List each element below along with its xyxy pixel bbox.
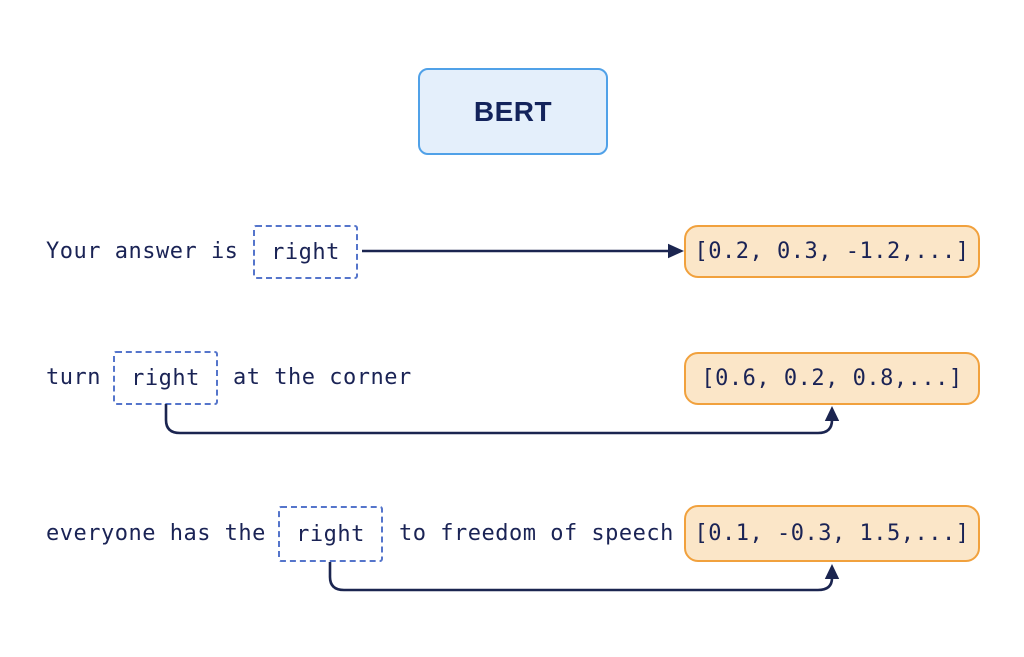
- vector-box-3: [0.1, -0.3, 1.5,...]: [684, 505, 980, 562]
- curved-up-arrow-icon: [328, 562, 840, 592]
- token-box-right-3: right: [278, 506, 383, 562]
- vector-box-1: [0.2, 0.3, -1.2,...]: [684, 225, 980, 278]
- bert-model-box: BERT: [418, 68, 608, 155]
- vector-3-value: [0.1, -0.3, 1.5,...]: [694, 521, 970, 546]
- token-box-right-1: right: [253, 225, 358, 279]
- token-box-right-2: right: [113, 351, 218, 405]
- sentence-3-suffix: to freedom of speech: [399, 521, 674, 546]
- vector-box-2: [0.6, 0.2, 0.8,...]: [684, 352, 980, 405]
- curved-up-arrow-icon: [164, 404, 840, 435]
- vector-1-value: [0.2, 0.3, -1.2,...]: [694, 239, 970, 264]
- sentence-2-suffix: at the corner: [233, 365, 412, 390]
- bert-label: BERT: [473, 95, 553, 127]
- sentence-1-prefix: Your answer is: [46, 239, 239, 264]
- sentence-2-prefix: turn: [46, 365, 101, 390]
- straight-right-arrow-icon: [362, 243, 684, 259]
- token-1-label: right: [271, 239, 340, 265]
- token-3-label: right: [296, 521, 365, 547]
- token-2-label: right: [131, 365, 200, 391]
- sentence-3-prefix: everyone has the: [46, 521, 266, 546]
- vector-2-value: [0.6, 0.2, 0.8,...]: [701, 366, 963, 391]
